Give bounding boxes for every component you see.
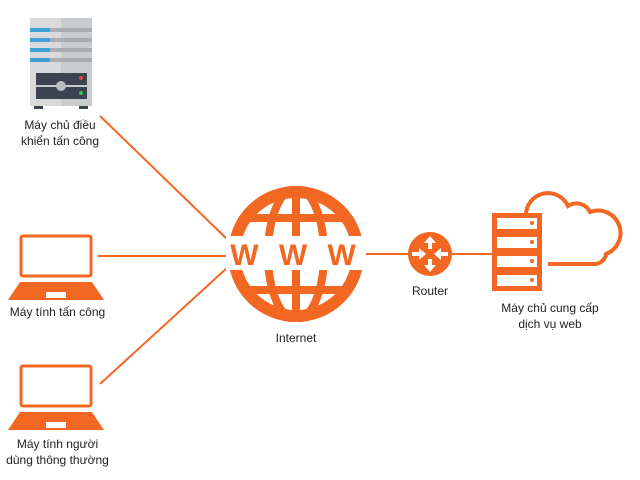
link-c2-internet <box>99 115 229 241</box>
web-server-label: Máy chủ cung cấp dịch vụ web <box>501 301 599 331</box>
server-cloud-icon <box>492 191 623 291</box>
attacker-label: Máy tính tấn công <box>9 305 106 319</box>
router-icon <box>408 232 452 276</box>
user-label: Máy tính người dùng thông thường <box>6 437 109 467</box>
c2-server-label: Máy chủ điều khiển tấn công <box>20 118 100 148</box>
laptop-icon <box>8 234 104 300</box>
server-tower-icon <box>30 18 92 109</box>
laptop-icon <box>8 364 104 430</box>
www-globe-icon: W W W <box>226 186 366 322</box>
www-text: W W W <box>230 239 362 272</box>
router-label: Router <box>411 284 449 298</box>
internet-label: Internet <box>275 331 317 345</box>
link-user-internet <box>99 266 229 385</box>
